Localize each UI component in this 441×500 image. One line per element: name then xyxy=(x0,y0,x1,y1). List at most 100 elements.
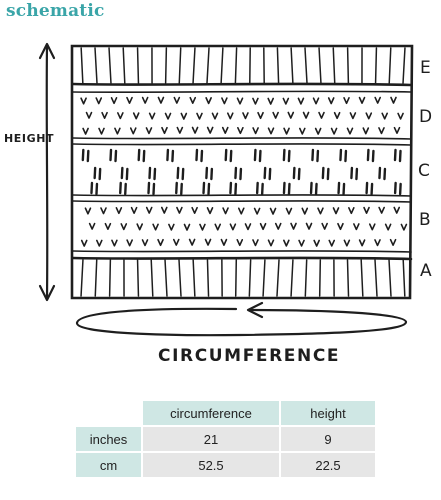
v-stitch xyxy=(173,96,181,104)
cell-cm-height: 22.5 xyxy=(281,453,375,477)
rib-line xyxy=(290,47,294,84)
rib-line xyxy=(94,259,98,297)
v-stitch xyxy=(362,127,370,135)
v-stitch xyxy=(132,112,140,120)
v-stitch xyxy=(252,239,259,247)
rib-line xyxy=(360,259,364,297)
knit-panel xyxy=(70,44,414,300)
v-stitch xyxy=(363,206,370,214)
v-stitch xyxy=(172,238,180,246)
stitch-pattern-section-d xyxy=(80,96,404,135)
v-stitch xyxy=(287,111,295,119)
v-stitch xyxy=(330,127,338,135)
dash-stitch xyxy=(195,148,199,162)
v-stitch xyxy=(321,222,328,230)
dash-stitch xyxy=(114,149,118,163)
dash-stitch xyxy=(180,182,183,196)
v-stitch xyxy=(343,239,351,247)
dash-stitch xyxy=(120,166,124,180)
v-stitch xyxy=(269,207,277,215)
dash-stitch xyxy=(153,167,157,181)
v-stitch xyxy=(236,238,244,247)
v-stitch xyxy=(221,126,229,134)
v-stitch xyxy=(120,223,128,231)
v-stitch xyxy=(141,239,149,247)
rib-line xyxy=(318,259,322,297)
v-stitch xyxy=(96,239,103,247)
dash-stitch xyxy=(287,182,291,196)
v-stitch xyxy=(206,126,214,134)
v-stitch xyxy=(196,112,203,120)
dash-stitch xyxy=(344,149,348,163)
dash-stitch xyxy=(137,148,141,162)
v-stitch xyxy=(188,238,196,246)
rib-line xyxy=(150,259,154,297)
dash-stitch xyxy=(124,182,127,196)
rib-line xyxy=(276,259,280,297)
dash-stitch xyxy=(229,181,233,195)
v-stitch xyxy=(384,223,392,231)
dash-stitch xyxy=(337,181,341,195)
v-stitch xyxy=(393,206,401,214)
v-stitch xyxy=(229,223,237,231)
v-stitch xyxy=(161,126,168,135)
dash-stitch xyxy=(321,166,325,180)
v-stitch xyxy=(104,222,112,231)
dash-stitch xyxy=(224,148,228,162)
rib-line xyxy=(136,47,140,84)
v-stitch xyxy=(126,96,133,104)
v-stitch xyxy=(353,223,360,231)
v-stitch xyxy=(176,206,183,214)
rib-line xyxy=(234,259,238,297)
height-arrow xyxy=(38,42,56,302)
v-stitch xyxy=(267,239,275,247)
header-height: height xyxy=(281,401,375,425)
circumference-arrow xyxy=(75,301,408,337)
v-stitch xyxy=(117,112,124,120)
v-stitch xyxy=(297,97,305,105)
rib-line xyxy=(332,47,336,84)
v-stitch xyxy=(222,207,229,215)
dash-stitch xyxy=(148,166,152,180)
v-stitch xyxy=(80,97,87,105)
dash-stitch xyxy=(147,181,151,195)
v-stitch xyxy=(82,127,89,135)
v-stitch xyxy=(327,97,335,105)
v-stitch xyxy=(237,126,244,135)
dash-stitch xyxy=(393,181,397,195)
rib-line xyxy=(206,47,210,84)
dash-stitch xyxy=(378,166,382,180)
v-stitch xyxy=(145,206,153,214)
cell-inches-circumference: 21 xyxy=(143,427,279,451)
dash-stitch xyxy=(398,149,402,163)
v-stitch xyxy=(312,97,320,105)
dash-stitch xyxy=(93,166,97,180)
dash-stitch xyxy=(282,181,286,195)
rib-line xyxy=(178,47,182,84)
dash-stitch xyxy=(260,182,264,196)
table-row: inches 21 9 xyxy=(76,427,375,451)
v-stitch xyxy=(130,206,138,214)
v-stitch xyxy=(145,127,153,135)
page-title: schematic xyxy=(6,1,105,21)
dash-stitch xyxy=(326,167,330,181)
v-stitch xyxy=(348,206,355,215)
v-stitch xyxy=(204,238,212,246)
cell-inches-height: 9 xyxy=(281,427,375,451)
v-stitch xyxy=(302,111,310,119)
v-stitch xyxy=(80,239,88,247)
rib-line xyxy=(108,259,112,297)
dash-stitch xyxy=(268,167,272,181)
v-stitch xyxy=(283,127,290,135)
ribbing-section-e xyxy=(80,47,406,84)
v-stitch xyxy=(253,207,261,215)
dash-stitch xyxy=(355,167,359,181)
section-label-e: E xyxy=(420,58,431,78)
dash-stitch xyxy=(234,182,238,196)
v-stitch xyxy=(157,238,164,247)
v-stitch xyxy=(168,223,175,231)
row-label-inches: inches xyxy=(76,427,141,451)
v-stitch xyxy=(301,207,309,215)
rib-line xyxy=(206,259,210,297)
v-stitch xyxy=(126,239,133,247)
